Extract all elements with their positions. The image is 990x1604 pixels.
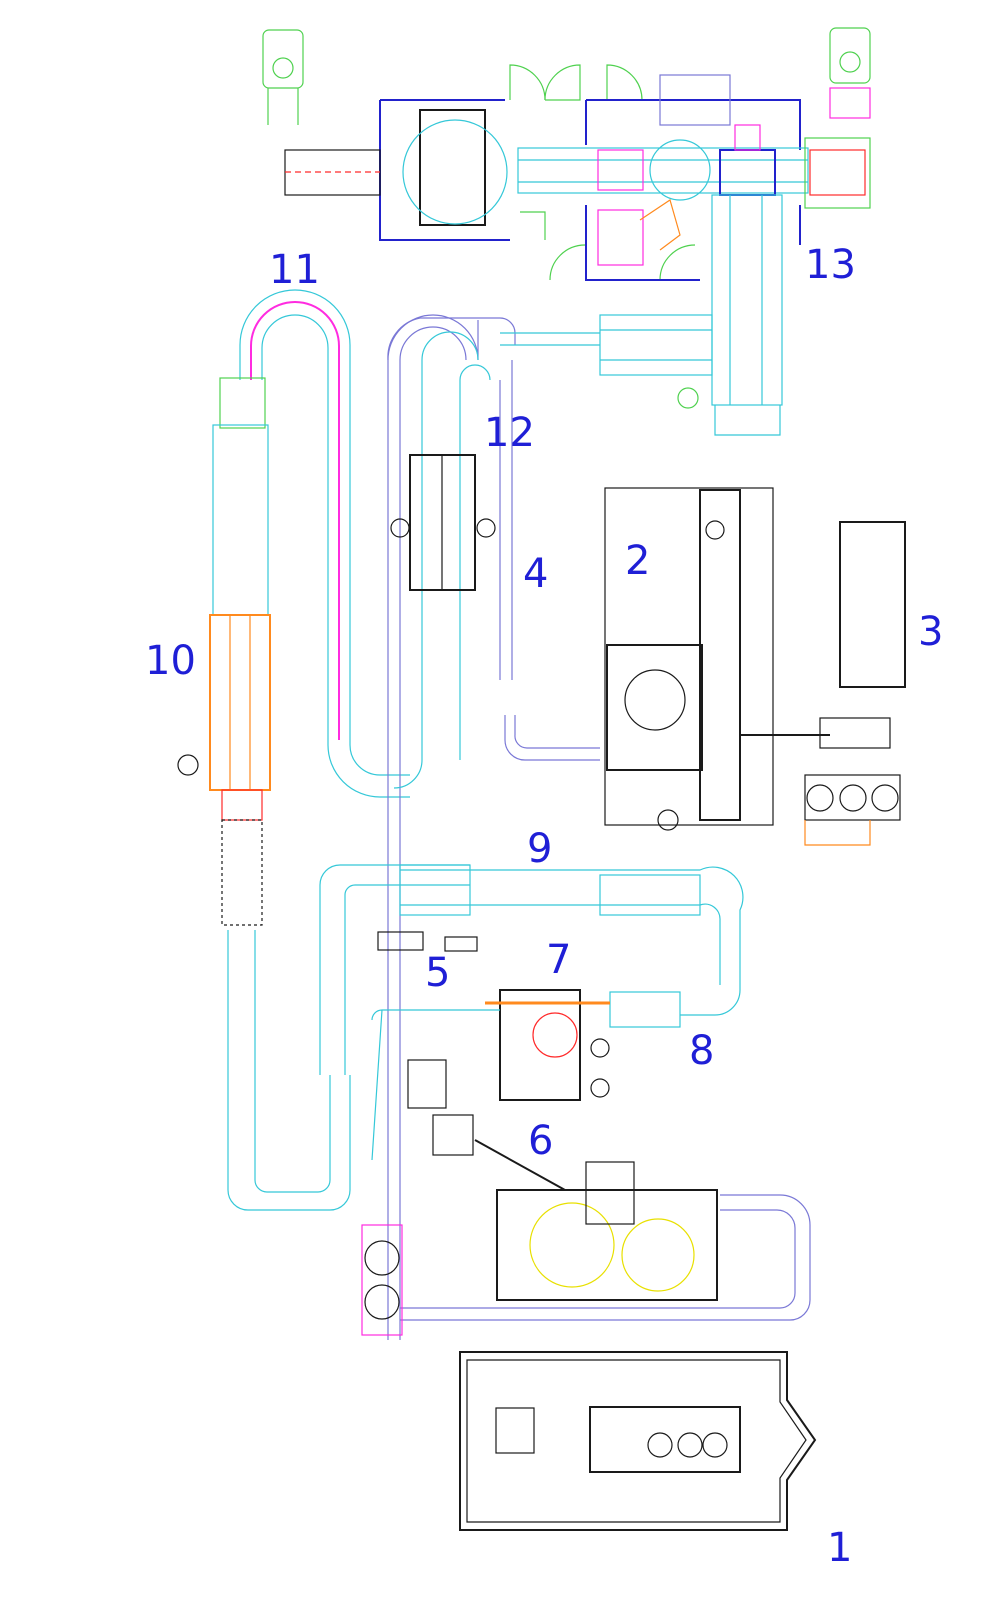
pasteurizer-10 — [177, 377, 470, 1211]
station-label-2: 2 — [625, 538, 651, 584]
conveyor-8 — [609, 991, 681, 1028]
conveyor-9 — [400, 866, 744, 1016]
door-icon — [509, 64, 696, 281]
forklift-icon — [829, 27, 871, 84]
top-packaging-area — [262, 27, 871, 436]
forklift-icon — [262, 29, 304, 125]
station-label-13: 13 — [805, 242, 856, 288]
station-label-4: 4 — [523, 551, 549, 597]
stretch-wrapper — [419, 109, 486, 226]
station-label-6: 6 — [528, 1118, 554, 1164]
middle-area — [371, 864, 744, 1161]
conveyor-12 — [421, 331, 491, 760]
station-label-12: 12 — [484, 410, 535, 456]
area-6 — [361, 1114, 811, 1336]
safety-fence — [379, 99, 801, 281]
bottle-conveyors-upper — [239, 289, 600, 1340]
equipment-3 — [839, 521, 906, 688]
station-label-8: 8 — [689, 1028, 715, 1074]
conveyor-4 — [499, 360, 513, 680]
equipment-5 — [377, 931, 424, 951]
conveyor-main-blue — [387, 314, 479, 1340]
station-label-9: 9 — [527, 826, 553, 872]
station-label-7: 7 — [546, 937, 572, 983]
conveyor-11 — [239, 289, 410, 776]
station-label-11: 11 — [269, 247, 320, 293]
area-2-3 — [604, 487, 906, 846]
area-1 — [459, 1351, 817, 1531]
pallet-icon — [829, 87, 871, 119]
station-label-3: 3 — [918, 609, 944, 655]
station-label-10: 10 — [145, 638, 196, 684]
filler-7 — [499, 989, 581, 1101]
case-conveyor — [711, 194, 783, 406]
station-label-1: 1 — [827, 1525, 853, 1571]
station-label-5: 5 — [425, 950, 451, 996]
